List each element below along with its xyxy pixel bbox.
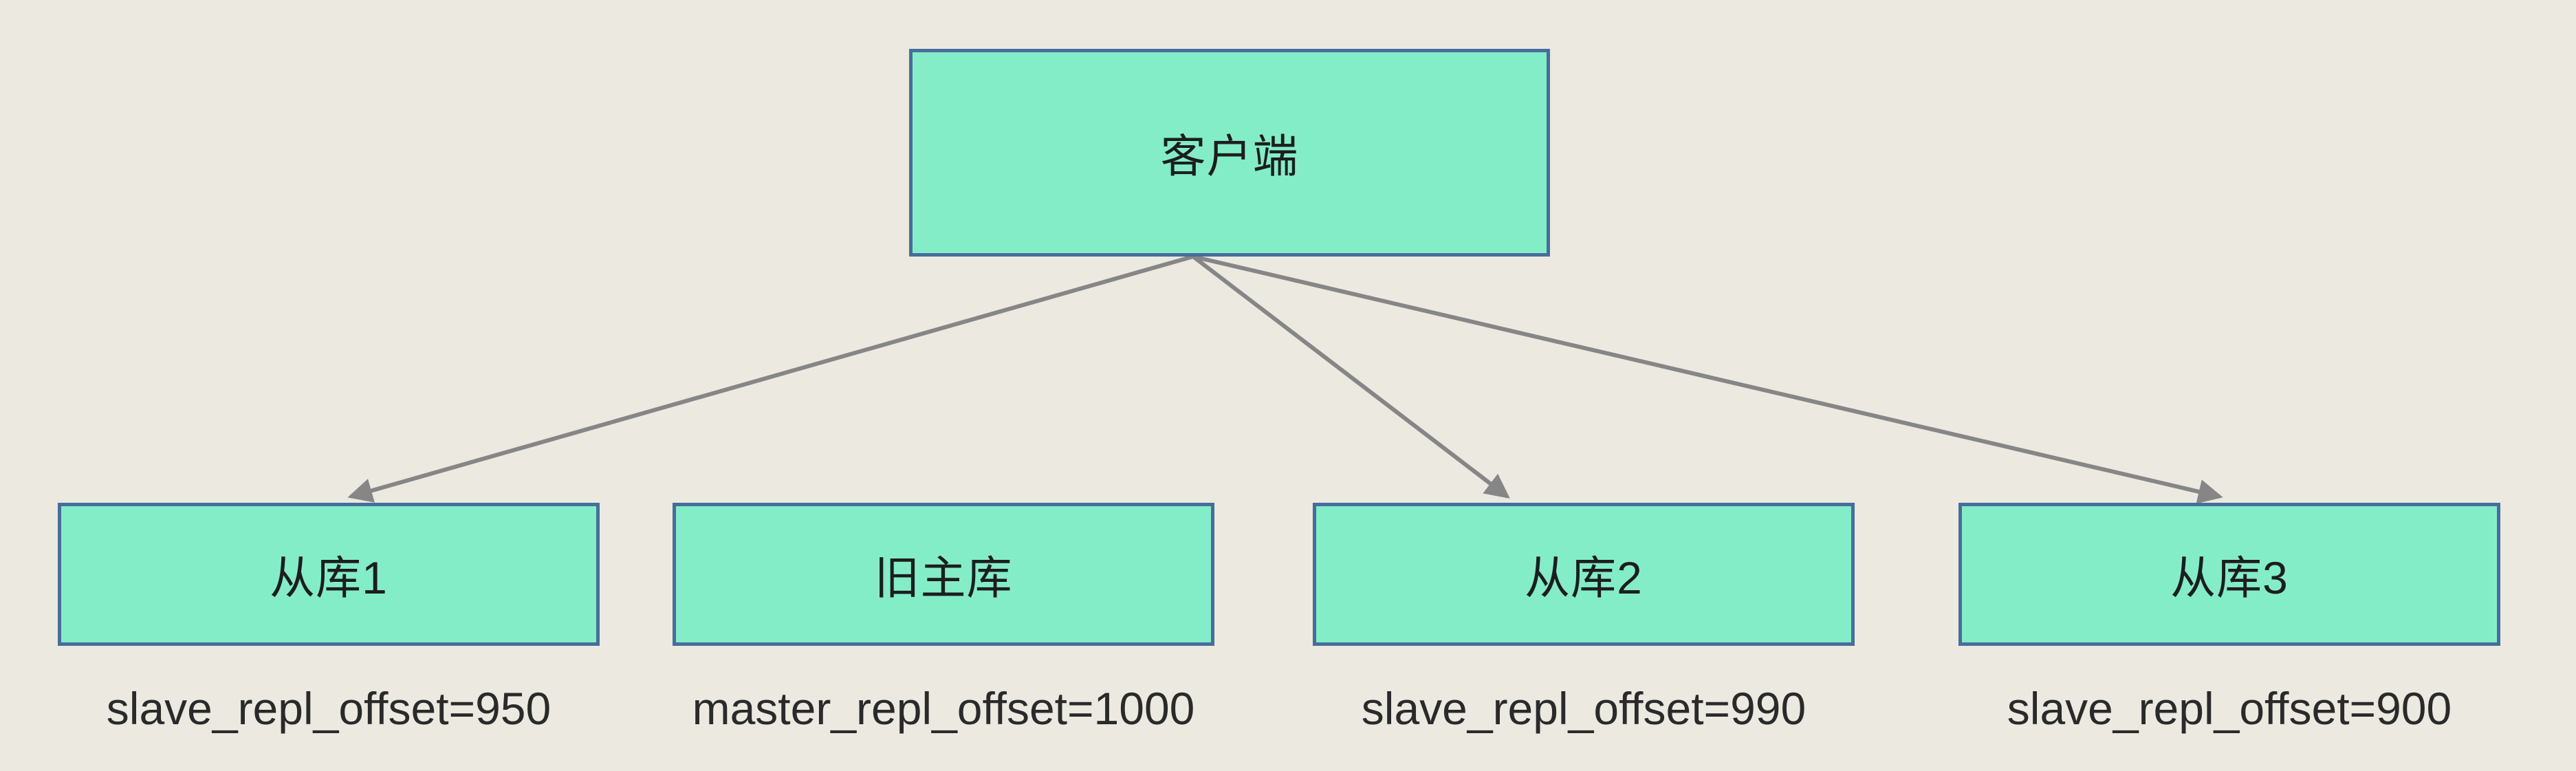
client-node-label: 客户端 xyxy=(1160,131,1299,182)
slave2-node-label: 从库2 xyxy=(1525,552,1643,603)
slave2-node: 从库2 xyxy=(1313,503,1855,646)
slave2-offset-label: slave_repl_offset=990 xyxy=(1361,683,1807,734)
slave3-offset-label: slave_repl_offset=900 xyxy=(2007,683,2452,734)
old-master-node: 旧主库 xyxy=(673,503,1214,646)
arrow-client-to-slave2 xyxy=(1192,254,1510,499)
client-node: 客户端 xyxy=(909,49,1550,257)
slave1-offset-label: slave_repl_offset=950 xyxy=(106,683,552,734)
old-master-node-label: 旧主库 xyxy=(874,552,1013,603)
old-master-offset-label: master_repl_offset=1000 xyxy=(692,683,1195,734)
slave3-node-label: 从库3 xyxy=(2170,552,2289,603)
slave1-node: 从库1 xyxy=(58,503,600,646)
slave1-node-label: 从库1 xyxy=(270,552,388,603)
arrow-client-to-slave1 xyxy=(347,254,1194,503)
slave3-node: 从库3 xyxy=(1958,503,2500,646)
arrow-client-to-slave3 xyxy=(1192,254,2223,504)
